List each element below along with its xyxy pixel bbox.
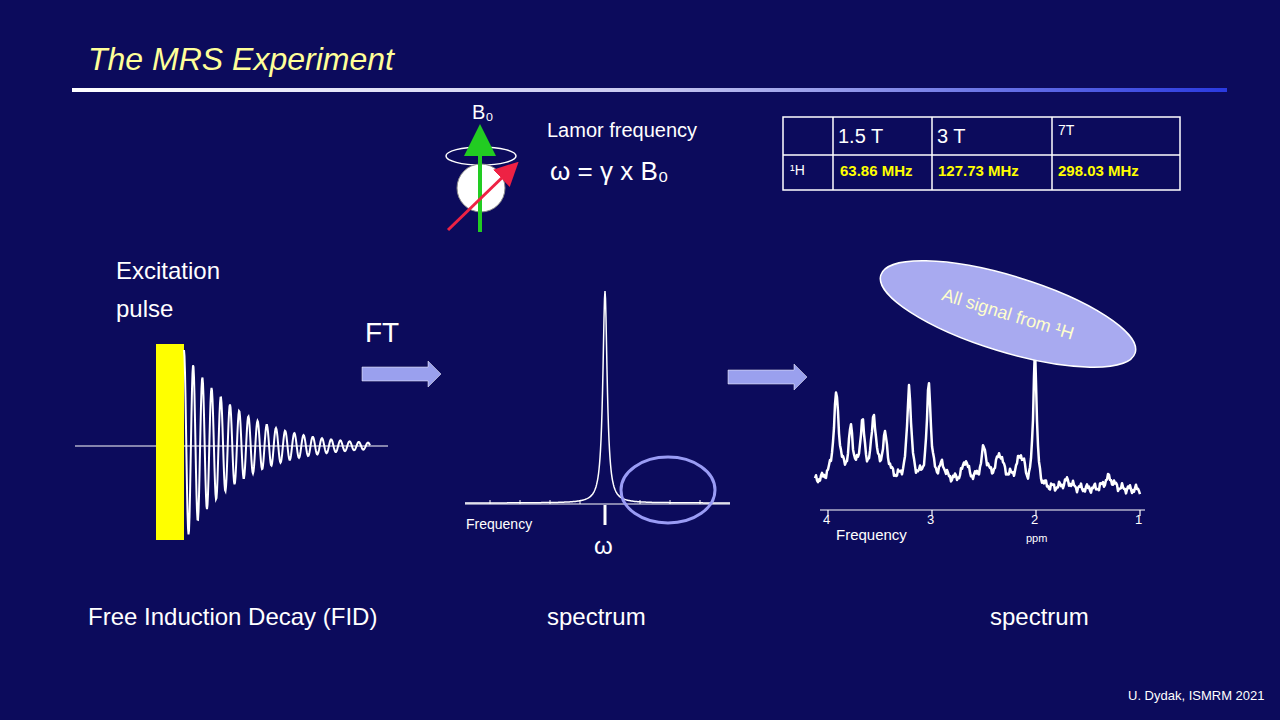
table-header: 1.5 T (838, 124, 883, 148)
callout-ellipse: All signal from ¹H (867, 236, 1149, 391)
table-header: 7T (1058, 122, 1074, 139)
ppm-tick: 1 (1135, 512, 1142, 528)
frequency-symbol: ω (594, 532, 613, 561)
panel-caption: Free Induction Decay (FID) (88, 603, 377, 632)
axis-label: Frequency (836, 526, 907, 544)
highlight-circle (621, 457, 715, 523)
transform-label: FT (365, 316, 399, 350)
table-header: 3 T (937, 124, 966, 148)
pulse-label: Excitation pulse (116, 252, 256, 329)
table-row-label: ¹H (790, 162, 805, 179)
panel-caption: spectrum (547, 603, 646, 632)
equation-label: Lamor frequency (547, 118, 697, 142)
ppm-axis (820, 510, 1145, 516)
title-rule (72, 88, 1227, 92)
equation: ω = γ x B₀ (550, 156, 669, 187)
single-peak-spectrum (465, 291, 730, 503)
table-cell: 63.86 MHz (840, 162, 913, 180)
ppm-tick: 4 (823, 512, 830, 528)
field-label: B₀ (472, 100, 494, 124)
table-cell: 298.03 MHz (1058, 162, 1139, 180)
table-cell: 127.73 MHz (938, 162, 1019, 180)
frequency-marker (604, 505, 607, 525)
slide-title: The MRS Experiment (88, 40, 394, 78)
axis-label: Frequency (466, 516, 532, 533)
axis-unit: ppm (1026, 532, 1047, 545)
ppm-tick: 2 (1031, 512, 1038, 528)
panel-caption: spectrum (990, 603, 1089, 632)
brain-spectrum (815, 347, 1140, 494)
block-arrow (728, 364, 807, 390)
credit-note: U. Dydak, ISMRM 2021 (1128, 688, 1265, 704)
spin-illustration (446, 140, 516, 232)
excitation-pulse (156, 344, 184, 540)
table-grid (783, 117, 1180, 190)
fid-waveform (184, 350, 370, 534)
block-arrow (362, 361, 441, 387)
ppm-tick: 3 (927, 512, 934, 528)
